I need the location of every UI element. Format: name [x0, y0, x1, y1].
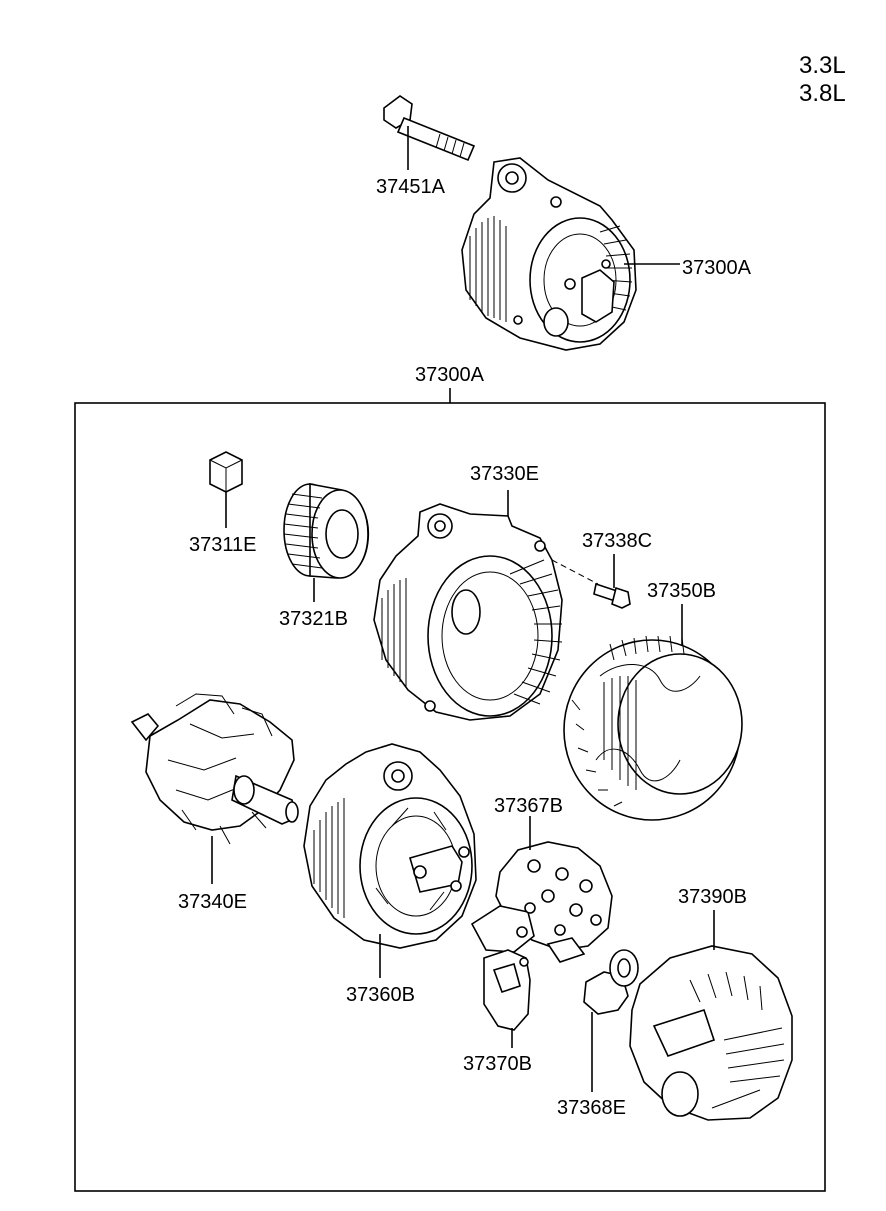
bolt-37451A-drawing	[383, 95, 476, 170]
pulley-37321B-drawing	[283, 483, 370, 602]
part-label-37367B[interactable]: 37367B	[494, 795, 563, 817]
bracket-bolt-37338C-drawing	[593, 554, 631, 609]
nut-37311E-drawing	[209, 451, 243, 528]
rectifier-37367B-drawing	[470, 816, 613, 963]
part-label-37338C[interactable]: 37338C	[582, 530, 653, 552]
part-label-37368E[interactable]: 37368E	[557, 1097, 626, 1119]
part-label-37360B[interactable]: 37360B	[346, 984, 415, 1006]
rear-bracket-37360B-drawing	[303, 743, 477, 978]
rear-cover-37390B-drawing	[629, 910, 793, 1121]
brush-holder-37368E-drawing	[583, 949, 639, 1092]
part-label-37330E[interactable]: 37330E	[470, 463, 539, 485]
engine-label-1: 3.3L	[799, 52, 846, 79]
stator-37350B-drawing	[563, 604, 743, 821]
part-label-37311E[interactable]: 37311E	[189, 534, 257, 556]
alternator-assembly-drawing	[461, 157, 680, 351]
part-label-37451A[interactable]: 37451A	[376, 176, 445, 198]
part-label-37321B[interactable]: 37321B	[279, 608, 348, 630]
part-label-37390B[interactable]: 37390B	[678, 886, 747, 908]
part-label-37300A-assy[interactable]: 37300A	[682, 257, 751, 279]
front-bracket-37330E-drawing	[373, 490, 599, 721]
rotor-37340E-drawing	[130, 693, 299, 884]
part-label-37300A-kit[interactable]: 37300A	[415, 364, 484, 386]
engine-label-2: 3.8L	[799, 80, 846, 107]
regulator-37370B-drawing	[483, 949, 531, 1048]
part-label-37370B[interactable]: 37370B	[463, 1053, 532, 1075]
part-label-37350B[interactable]: 37350B	[647, 580, 716, 602]
part-label-37340E[interactable]: 37340E	[178, 891, 247, 913]
